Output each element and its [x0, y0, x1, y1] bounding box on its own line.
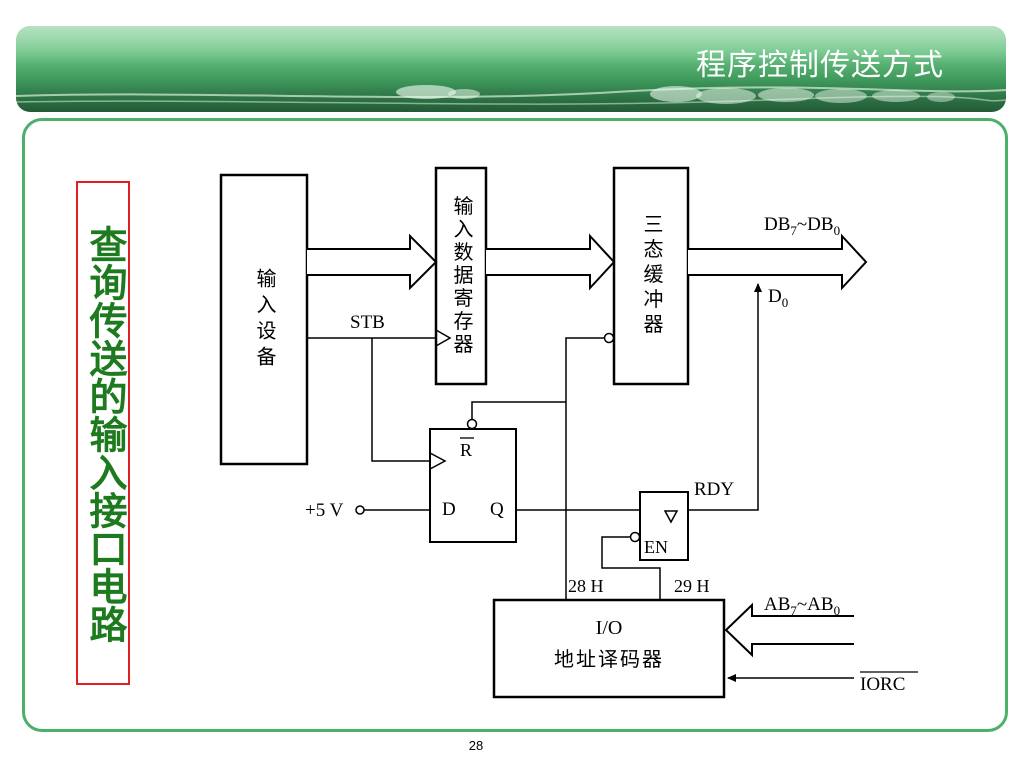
page-number: 28 — [468, 738, 484, 753]
stb-label: STB — [350, 312, 385, 333]
input-device-label: 输入设备 — [253, 268, 276, 372]
ff-reset-bubble — [466, 418, 478, 430]
address-decoder-block — [492, 598, 726, 699]
addr-29h-label: 29 H — [674, 576, 710, 596]
status-buffer-block — [639, 491, 689, 561]
ff-q-label: Q — [490, 499, 504, 520]
d0-label: D0 — [768, 286, 788, 310]
buffer-en-bubble — [629, 531, 641, 543]
rdy-line — [688, 283, 762, 511]
slide-title: 程序控制传送方式 — [696, 48, 944, 83]
input-register-label: 输入数据寄存器 — [450, 195, 473, 356]
ab-bus-label: AB7~AB0 — [764, 594, 840, 618]
line-28h-to-ff-reset — [471, 401, 566, 419]
iorc-label: IORC — [860, 674, 905, 695]
addr-28h-label: 28 H — [568, 576, 604, 596]
decoder-line2: 地址译码器 — [554, 648, 664, 671]
ff-clock-triangle — [429, 452, 447, 470]
line-28h-to-buffer — [565, 337, 605, 600]
data-bus-arrow-1 — [307, 233, 438, 291]
stb-to-ff-line — [371, 338, 430, 462]
vertical-title: 查询传送的输入接口电路 — [83, 225, 128, 643]
rdy-label: RDY — [694, 479, 734, 500]
input-device-block — [219, 173, 309, 466]
water-droplets-decoration — [16, 85, 1006, 105]
tristate-buffer-block — [612, 166, 690, 386]
banner-shine — [16, 26, 1006, 64]
ff-reset-label: R — [460, 440, 472, 460]
flip-flop-block — [429, 428, 517, 543]
plus5v-label: +5 V — [305, 500, 344, 521]
buffer-oe-bubble — [603, 332, 615, 344]
line-29h-to-en — [601, 536, 661, 600]
tristate-buffer-label: 三态缓冲器 — [640, 214, 663, 339]
status-buffer-triangle — [663, 510, 679, 524]
input-register-block — [434, 166, 488, 386]
decoder-line1: I/O — [596, 617, 623, 639]
vertical-title-box: 查询传送的输入接口电路 — [76, 181, 130, 685]
data-bus-arrow-out — [688, 233, 868, 291]
buffer-en-label: EN — [644, 537, 668, 557]
header-banner — [16, 26, 1006, 112]
data-bus-arrow-2 — [486, 233, 616, 291]
db-bus-label: DB7~DB0 — [764, 214, 840, 238]
ff-d-label: D — [442, 499, 456, 520]
address-bus-arrow — [724, 602, 854, 658]
plus5v-terminal — [355, 505, 365, 515]
register-clock-triangle — [435, 329, 452, 347]
